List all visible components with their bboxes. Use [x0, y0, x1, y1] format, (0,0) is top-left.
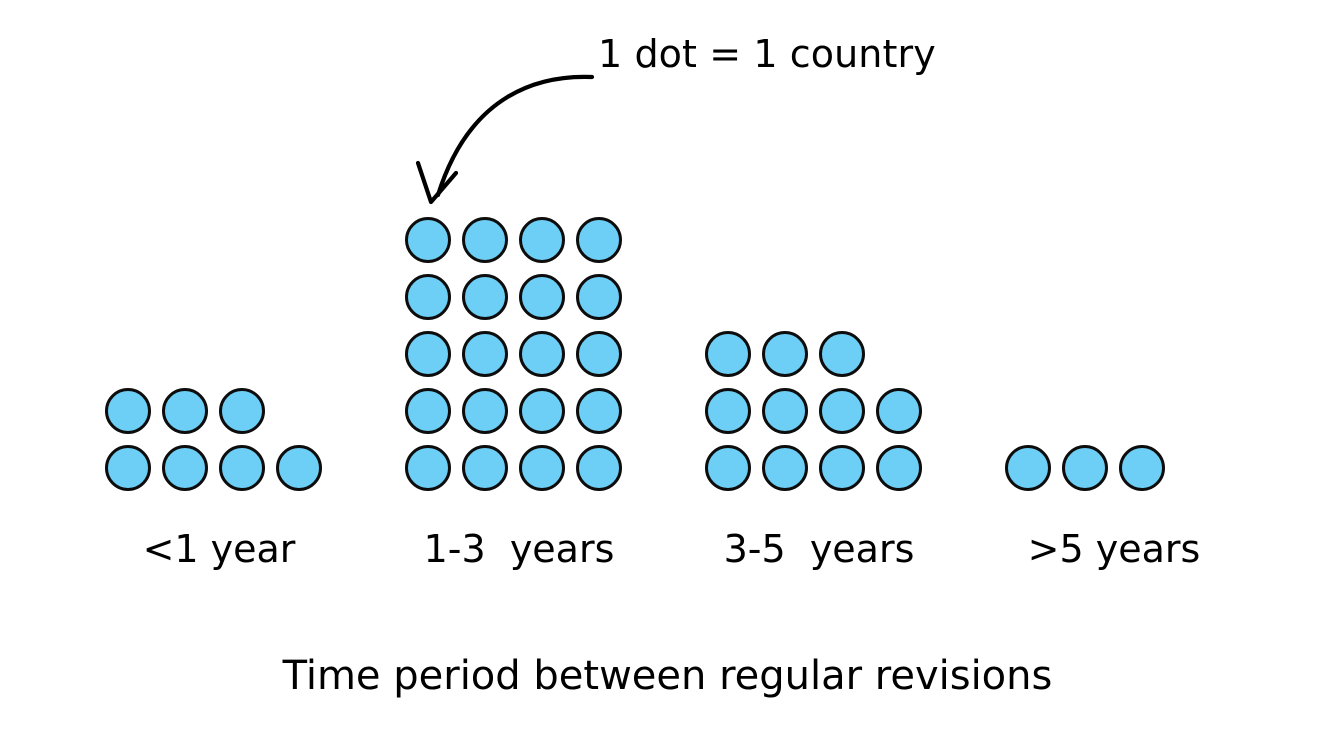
- dot-row: [1005, 439, 1176, 496]
- dot: [762, 330, 808, 377]
- dot-row: [105, 439, 333, 496]
- dot: [162, 387, 208, 434]
- dot: [576, 387, 622, 434]
- dot: [576, 216, 622, 263]
- dot: [405, 444, 451, 491]
- dot: [519, 330, 565, 377]
- dot: [876, 387, 922, 434]
- dot: [762, 444, 808, 491]
- dot: [105, 387, 151, 434]
- dot-row: [405, 325, 633, 382]
- dot: [405, 273, 451, 320]
- dot: [219, 387, 265, 434]
- dot-row: [405, 211, 633, 268]
- dot: [1119, 444, 1165, 491]
- dot-group-gt-5-years: [1005, 439, 1176, 496]
- dot: [405, 216, 451, 263]
- dot-row: [705, 439, 933, 496]
- dot: [462, 330, 508, 377]
- dot: [705, 330, 751, 377]
- group-label-1-3-years: 1-3 years: [423, 527, 615, 571]
- dot-group-1-3-years: [405, 211, 633, 496]
- curved-arrow-icon: [415, 74, 595, 205]
- dot: [519, 273, 565, 320]
- dot-row: [405, 439, 633, 496]
- dot: [576, 330, 622, 377]
- dot-row: [405, 268, 633, 325]
- dot-row: [705, 382, 933, 439]
- group-label-gt-5-years: >5 years: [1027, 527, 1201, 571]
- dot: [462, 273, 508, 320]
- dot: [105, 444, 151, 491]
- dot-row: [405, 382, 633, 439]
- group-label-lt-1-year: <1 year: [142, 527, 296, 571]
- dot: [819, 444, 865, 491]
- group-label-3-5-years: 3-5 years: [723, 527, 915, 571]
- dot: [762, 387, 808, 434]
- dot: [405, 387, 451, 434]
- dot: [1062, 444, 1108, 491]
- dot-row: [705, 325, 876, 382]
- dot: [876, 444, 922, 491]
- annotation-label: 1 dot = 1 country: [598, 32, 936, 76]
- dot: [819, 330, 865, 377]
- dot: [462, 444, 508, 491]
- dot: [705, 444, 751, 491]
- dot: [162, 444, 208, 491]
- dot: [1005, 444, 1051, 491]
- dot: [519, 444, 565, 491]
- dot: [819, 387, 865, 434]
- dot: [462, 216, 508, 263]
- dot: [405, 330, 451, 377]
- dot-group-3-5-years: [705, 325, 933, 496]
- dot: [519, 216, 565, 263]
- dot: [576, 273, 622, 320]
- dot: [462, 387, 508, 434]
- dot: [705, 387, 751, 434]
- dot: [519, 387, 565, 434]
- dot-group-lt-1-year: [105, 382, 333, 496]
- dot: [576, 444, 622, 491]
- chart-caption: Time period between regular revisions: [282, 653, 1053, 699]
- dot: [276, 444, 322, 491]
- dot-row: [105, 382, 276, 439]
- dot: [219, 444, 265, 491]
